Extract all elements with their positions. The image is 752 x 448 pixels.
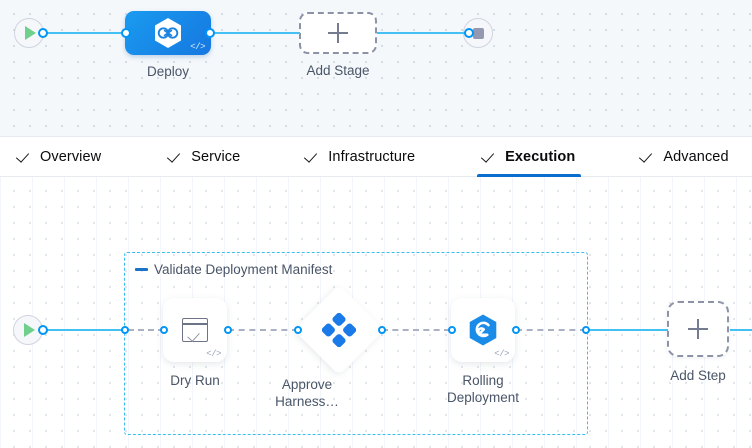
port-approve-out[interactable]	[378, 326, 386, 334]
step-node-rolling-deployment[interactable]: </> Rolling Deployment	[447, 298, 519, 405]
play-icon	[25, 26, 36, 40]
port-end-in[interactable]	[464, 28, 474, 38]
stage-config-tabs[interactable]: Overview Service Infrastructure Executio…	[0, 136, 752, 177]
edge-addstage-to-end	[377, 32, 471, 35]
edge-groupin-to-dryrun	[128, 329, 164, 331]
edge-addstep-outgoing	[730, 329, 752, 332]
tab-service[interactable]: Service	[151, 137, 258, 176]
tab-label: Execution	[505, 148, 576, 165]
add-step-node[interactable]: Add Step	[667, 301, 729, 383]
step-card-dry-run[interactable]: </>	[163, 298, 227, 362]
port-rolling-in[interactable]	[448, 326, 456, 334]
step-label-dry-run: Dry Run	[170, 373, 220, 388]
port-approve-in[interactable]	[294, 326, 302, 334]
check-icon	[169, 150, 182, 163]
check-icon	[18, 150, 31, 163]
add-stage-button[interactable]	[299, 12, 377, 54]
step-card-rolling-deployment[interactable]: </>	[451, 298, 515, 362]
check-icon	[641, 150, 654, 163]
edge-start-to-group	[42, 329, 126, 332]
step-label-rolling-deployment: Rolling Deployment	[446, 373, 520, 405]
add-step-label: Add Step	[670, 368, 726, 383]
stage-node-deploy[interactable]: </> Deploy	[125, 11, 211, 79]
execution-steps-canvas[interactable]: Validate Deployment Manifest </>	[0, 177, 752, 448]
code-badge-icon[interactable]: </>	[206, 349, 221, 359]
stage-label-deploy: Deploy	[146, 64, 190, 79]
port-dryrun-in[interactable]	[160, 326, 168, 334]
stop-icon	[472, 27, 484, 39]
tab-advanced[interactable]: Advanced	[623, 137, 746, 176]
tab-infrastructure[interactable]: Infrastructure	[288, 137, 433, 176]
step-group-header[interactable]: Validate Deployment Manifest	[135, 262, 332, 277]
check-icon	[306, 150, 319, 163]
tab-label: Service	[191, 148, 241, 165]
stage-card-deploy[interactable]: </>	[125, 11, 211, 55]
edge-group-to-addstep	[586, 329, 668, 332]
edge-deploy-to-addstage	[210, 32, 300, 35]
tab-label: Advanced	[663, 148, 729, 165]
port-group-out[interactable]	[582, 326, 590, 334]
check-icon	[483, 150, 496, 163]
plus-icon	[328, 23, 348, 43]
code-badge-icon[interactable]: </>	[494, 349, 509, 359]
harness-deploy-hexagon-icon	[155, 18, 181, 48]
port-group-in[interactable]	[121, 326, 129, 334]
minus-icon[interactable]	[135, 268, 148, 271]
tab-label: Overview	[40, 148, 102, 165]
rolling-swirl-icon	[469, 314, 497, 346]
step-node-dry-run[interactable]: </> Dry Run	[163, 298, 227, 388]
tab-overview[interactable]: Overview	[0, 137, 119, 176]
step-group-validate-deployment-manifest[interactable]: Validate Deployment Manifest	[124, 252, 588, 435]
port-rolling-out[interactable]	[512, 326, 520, 334]
edge-dryrun-to-approve	[228, 329, 298, 331]
port-dryrun-out[interactable]	[224, 326, 232, 334]
add-stage-node[interactable]: Add Stage	[299, 12, 377, 78]
tab-execution[interactable]: Execution	[465, 137, 593, 177]
step-group-title: Validate Deployment Manifest	[154, 262, 333, 277]
checklist-box-icon	[182, 318, 208, 342]
tab-label: Infrastructure	[328, 148, 416, 165]
add-step-button[interactable]	[667, 301, 729, 357]
play-icon	[24, 323, 35, 337]
edge-start-to-deploy	[42, 32, 128, 35]
port-start-out[interactable]	[38, 28, 48, 38]
port-exec-start-out[interactable]	[38, 325, 48, 335]
port-deploy-out[interactable]	[205, 28, 215, 38]
edge-approve-to-rolling	[382, 329, 450, 331]
stage-canvas[interactable]: </> Deploy Add Stage	[0, 0, 752, 136]
edge-rolling-to-groupout	[516, 329, 586, 331]
add-stage-label: Add Stage	[306, 63, 370, 78]
port-deploy-in[interactable]	[121, 28, 131, 38]
code-badge-icon[interactable]: </>	[190, 42, 205, 52]
plus-icon	[688, 319, 708, 339]
step-label-approve-harness: Approve Harness…	[275, 377, 339, 409]
